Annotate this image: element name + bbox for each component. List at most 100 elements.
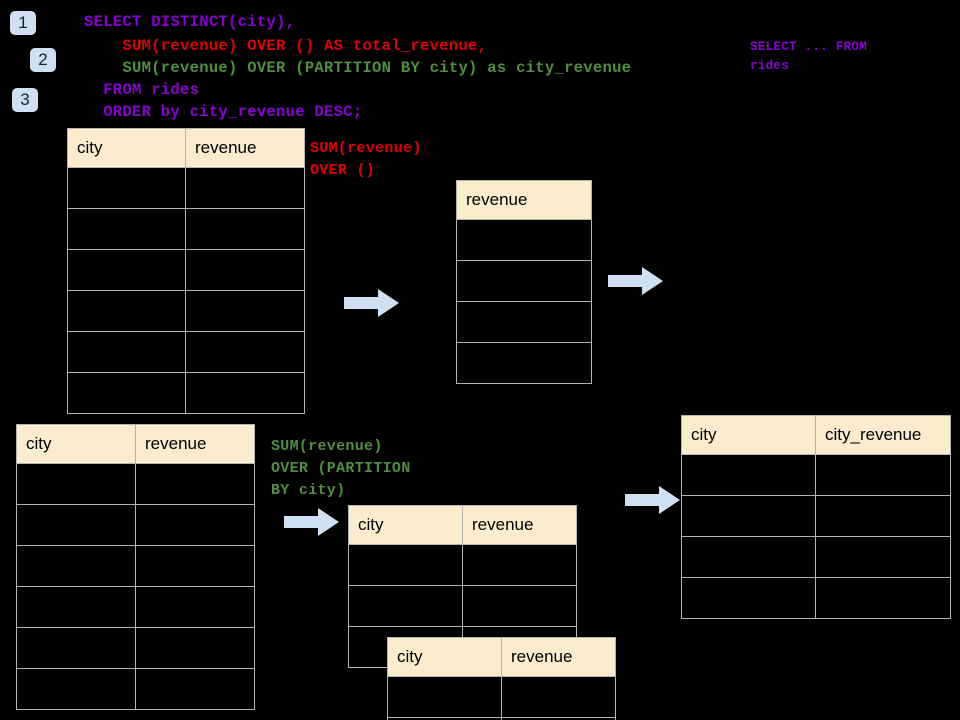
table-header-row: city revenue bbox=[387, 637, 616, 677]
column-header-revenue: revenue bbox=[185, 128, 305, 168]
table-row bbox=[681, 495, 951, 537]
table-row bbox=[67, 290, 305, 332]
cell-revenue bbox=[456, 260, 592, 302]
cell-revenue bbox=[185, 167, 305, 209]
table-row bbox=[681, 454, 951, 496]
cell-city bbox=[67, 249, 186, 291]
cell-revenue bbox=[501, 676, 616, 718]
table-row bbox=[456, 260, 592, 302]
cell-revenue bbox=[135, 504, 255, 546]
cell-revenue bbox=[185, 208, 305, 250]
column-header-city: city bbox=[387, 637, 502, 677]
arrow-total-to-result-icon bbox=[608, 266, 664, 296]
table-row bbox=[348, 544, 577, 586]
arrow-partition-to-result-icon bbox=[625, 485, 681, 515]
table-row bbox=[67, 208, 305, 250]
sql-line-sum-over-empty: SUM(revenue) OVER () AS total_revenue, bbox=[84, 37, 488, 55]
column-header-revenue: revenue bbox=[462, 505, 577, 545]
table-row bbox=[387, 676, 616, 718]
cell-city bbox=[681, 454, 816, 496]
table-header-row: city city_revenue bbox=[681, 415, 951, 455]
column-header-city: city bbox=[348, 505, 463, 545]
annotation-select-from-rides: SELECT ... FROM rides bbox=[750, 40, 868, 73]
cell-city bbox=[348, 544, 463, 586]
table-row bbox=[456, 342, 592, 384]
cell-city bbox=[67, 331, 186, 373]
table-row bbox=[681, 577, 951, 619]
table-header-row: city revenue bbox=[348, 505, 577, 545]
cell-city bbox=[67, 290, 186, 332]
cell-city bbox=[681, 577, 816, 619]
step-badge-3: 3 bbox=[12, 88, 38, 112]
annotation-sum-over-partition: SUM(revenue) OVER (PARTITION BY city) bbox=[271, 438, 411, 499]
cell-revenue bbox=[462, 544, 577, 586]
cell-city-revenue bbox=[815, 577, 951, 619]
table-row bbox=[16, 586, 255, 628]
cell-revenue bbox=[185, 331, 305, 373]
arrow-source-to-partition-icon bbox=[284, 507, 340, 537]
table-city-revenue-result: city city_revenue bbox=[681, 415, 951, 619]
cell-revenue bbox=[185, 372, 305, 414]
cell-revenue bbox=[135, 545, 255, 587]
sql-line-order-by: ORDER by city_revenue DESC; bbox=[84, 103, 363, 121]
table-row bbox=[16, 463, 255, 505]
cell-revenue bbox=[456, 219, 592, 261]
annotation-sum-over-empty: SUM(revenue) OVER () bbox=[310, 140, 422, 179]
table-row bbox=[16, 627, 255, 669]
table-header-row: revenue bbox=[456, 180, 592, 220]
column-header-city-revenue: city_revenue bbox=[815, 415, 951, 455]
sql-line-sum-over-partition: SUM(revenue) OVER (PARTITION BY city) as… bbox=[84, 59, 632, 77]
table-row bbox=[681, 536, 951, 578]
column-header-city: city bbox=[67, 128, 186, 168]
table-row bbox=[348, 585, 577, 627]
table-row bbox=[67, 331, 305, 373]
column-header-revenue: revenue bbox=[456, 180, 592, 220]
table-row bbox=[16, 545, 255, 587]
cell-city bbox=[16, 668, 136, 710]
cell-city bbox=[348, 585, 463, 627]
table-row bbox=[387, 717, 616, 720]
table-header-row: city revenue bbox=[16, 424, 255, 464]
table-total-revenue: revenue bbox=[456, 180, 592, 384]
table-header-row: city revenue bbox=[67, 128, 305, 168]
cell-city bbox=[16, 586, 136, 628]
cell-city bbox=[16, 463, 136, 505]
cell-city-revenue bbox=[815, 536, 951, 578]
cell-revenue bbox=[501, 717, 616, 720]
table-row bbox=[456, 219, 592, 261]
cell-city bbox=[67, 208, 186, 250]
cell-city bbox=[16, 504, 136, 546]
table-partition-front: city revenue bbox=[387, 637, 616, 720]
cell-city bbox=[16, 545, 136, 587]
cell-city bbox=[16, 627, 136, 669]
table-row bbox=[16, 668, 255, 710]
cell-city bbox=[387, 676, 502, 718]
cell-city bbox=[681, 536, 816, 578]
cell-revenue bbox=[135, 668, 255, 710]
step-badge-2: 2 bbox=[30, 48, 56, 72]
cell-city bbox=[681, 495, 816, 537]
table-row bbox=[456, 301, 592, 343]
cell-revenue bbox=[135, 586, 255, 628]
cell-city-revenue bbox=[815, 454, 951, 496]
column-header-city: city bbox=[681, 415, 816, 455]
cell-revenue bbox=[135, 463, 255, 505]
column-header-revenue: revenue bbox=[501, 637, 616, 677]
cell-revenue bbox=[456, 342, 592, 384]
cell-revenue bbox=[135, 627, 255, 669]
column-header-city: city bbox=[16, 424, 136, 464]
sql-line-select: SELECT DISTINCT(city), bbox=[84, 13, 296, 31]
arrow-source-to-total-icon bbox=[344, 288, 400, 318]
cell-revenue bbox=[462, 585, 577, 627]
table-rides-source: city revenue bbox=[67, 128, 305, 414]
cell-revenue bbox=[456, 301, 592, 343]
cell-revenue bbox=[185, 290, 305, 332]
cell-city-revenue bbox=[815, 495, 951, 537]
step-badge-1: 1 bbox=[10, 11, 36, 35]
cell-city bbox=[67, 167, 186, 209]
cell-revenue bbox=[185, 249, 305, 291]
table-row bbox=[67, 167, 305, 209]
table-row bbox=[67, 249, 305, 291]
sql-line-from: FROM rides bbox=[84, 81, 200, 99]
